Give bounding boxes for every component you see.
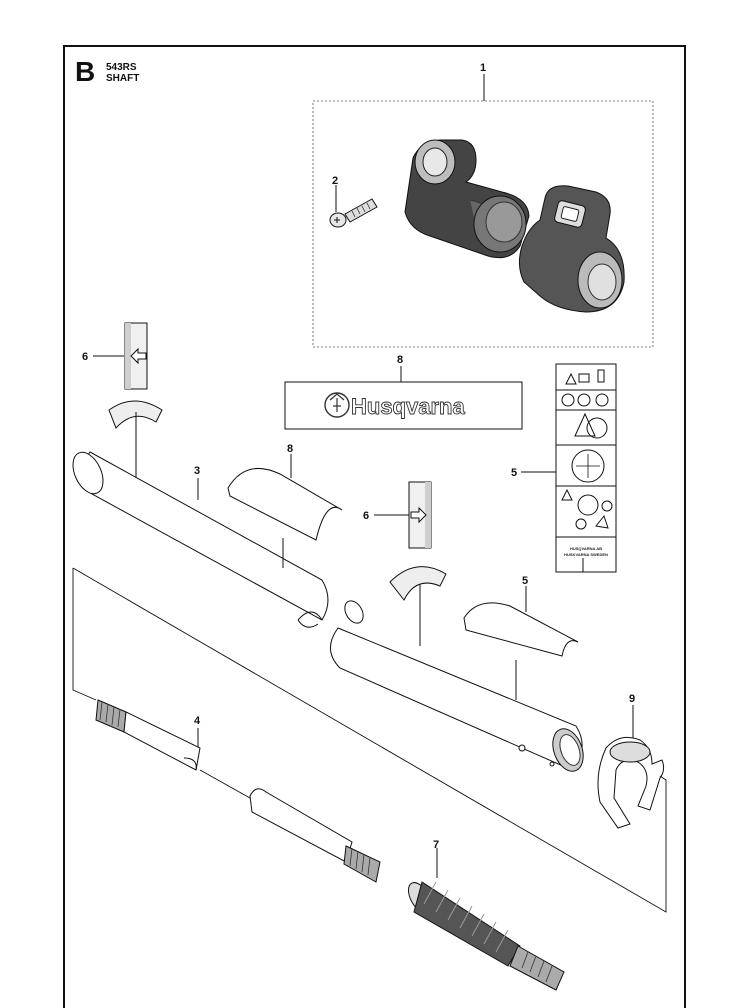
husqvarna-crown-logo bbox=[324, 392, 350, 418]
screw bbox=[329, 198, 378, 228]
callout-5-decal: 5 bbox=[511, 467, 517, 479]
brand-label-curved bbox=[227, 467, 343, 541]
callout-6-lower: 6 bbox=[363, 510, 369, 522]
callout-2: 2 bbox=[332, 175, 338, 187]
callout-6-upper: 6 bbox=[82, 351, 88, 363]
sleeve-label bbox=[463, 602, 579, 657]
drive-shaft bbox=[95, 699, 381, 883]
handle-grip bbox=[518, 185, 625, 313]
section-title: SHAFT bbox=[106, 73, 140, 84]
callout-8-label: 8 bbox=[287, 443, 293, 455]
handle-kit-box bbox=[312, 100, 654, 348]
callout-8-plate: 8 bbox=[397, 354, 403, 366]
arrow-decal-lower bbox=[408, 481, 432, 549]
model-number: 543RS bbox=[106, 62, 137, 73]
callout-7: 7 bbox=[433, 839, 439, 851]
decal-footer-line1: HUSQVARNA AB bbox=[570, 546, 602, 551]
shaft-tube-upper bbox=[72, 451, 329, 628]
drawing-frame bbox=[63, 45, 686, 1008]
brand-plate-text: Husqvarna bbox=[351, 394, 465, 419]
bellows-boot bbox=[407, 881, 565, 991]
arrow-decal-upper bbox=[124, 322, 148, 390]
shaft-tube-lower bbox=[330, 600, 584, 772]
decal-footer-line2: HUSKVARNA SWEDEN bbox=[564, 552, 608, 557]
callout-1: 1 bbox=[480, 62, 486, 74]
callout-4: 4 bbox=[194, 715, 201, 727]
guide-line-shaft bbox=[199, 769, 251, 799]
warning-decal bbox=[555, 363, 617, 573]
handle-clamp bbox=[404, 139, 530, 259]
guide-line-right bbox=[72, 567, 667, 913]
callout-9: 9 bbox=[629, 693, 635, 705]
clamp-ring bbox=[597, 736, 665, 829]
callout-3: 3 bbox=[194, 465, 200, 477]
callout-5-sleeve: 5 bbox=[522, 575, 528, 587]
section-letter: B bbox=[75, 56, 96, 87]
curved-label-lower bbox=[389, 566, 447, 601]
guide-line-left bbox=[72, 568, 97, 701]
